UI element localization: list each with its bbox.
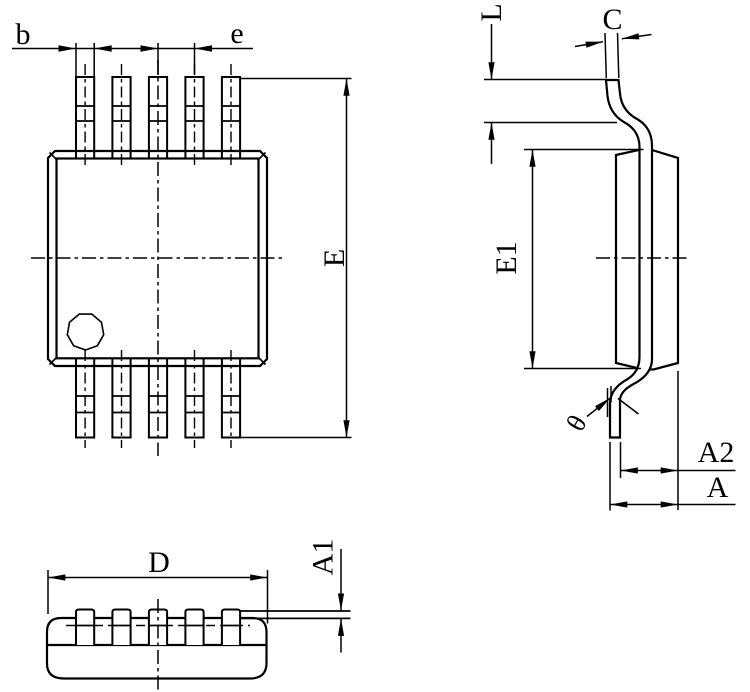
lead-row-edge-lines bbox=[240, 610, 351, 620]
extension-lines bbox=[604, 32, 620, 79]
angle-reference-line bbox=[617, 397, 639, 415]
arrowhead bbox=[94, 45, 112, 52]
dim-label-A2: A2 bbox=[698, 436, 735, 469]
dimension-E1: E1 bbox=[490, 148, 644, 370]
pin1-index-marker bbox=[66, 313, 105, 351]
pins-top-row bbox=[75, 76, 242, 159]
dim-label-A: A bbox=[707, 471, 729, 504]
dim-label-theta: θ bbox=[560, 410, 592, 436]
dim-label-b: b bbox=[16, 18, 31, 51]
arrowhead bbox=[194, 45, 212, 52]
arrow-leader bbox=[621, 33, 652, 40]
dimension-E: E bbox=[240, 77, 352, 439]
dimension-b-e: b e bbox=[12, 17, 253, 76]
dimension-L: L bbox=[475, 3, 617, 164]
extension-lines bbox=[240, 77, 352, 439]
dimension-D: D bbox=[47, 546, 269, 624]
dim-label-e: e bbox=[230, 17, 243, 50]
dimension-theta: θ bbox=[560, 386, 639, 436]
extension-lines bbox=[75, 43, 196, 76]
dimension-C: C bbox=[574, 3, 652, 79]
extension-lines bbox=[484, 78, 617, 124]
leader-line bbox=[586, 397, 611, 418]
dim-label-C: C bbox=[602, 3, 622, 36]
extension-lines bbox=[619, 371, 679, 510]
dimension-A: A bbox=[609, 442, 736, 511]
lead-profile bbox=[604, 78, 654, 439]
dim-label-D: D bbox=[148, 546, 170, 579]
top-view: b e E bbox=[12, 17, 352, 456]
bottom-view: D A1 bbox=[45, 539, 351, 690]
extension-lines bbox=[524, 148, 644, 370]
dim-label-E1: E1 bbox=[490, 241, 523, 274]
dim-label-E: E bbox=[318, 249, 351, 267]
arrow-leader bbox=[574, 41, 604, 48]
package-body-corner-chamfers bbox=[48, 151, 267, 366]
dim-label-A1: A1 bbox=[307, 539, 340, 576]
package-body-front-outline bbox=[45, 616, 268, 680]
side-view: C L E1 θ A2 bbox=[475, 3, 736, 511]
dimension-A2: A2 bbox=[619, 371, 736, 510]
arrowhead bbox=[58, 45, 76, 52]
dim-label-L: L bbox=[475, 3, 508, 21]
pin-centerlines bbox=[84, 64, 232, 448]
dimension-A1: A1 bbox=[307, 539, 345, 653]
arrowhead bbox=[140, 45, 158, 52]
